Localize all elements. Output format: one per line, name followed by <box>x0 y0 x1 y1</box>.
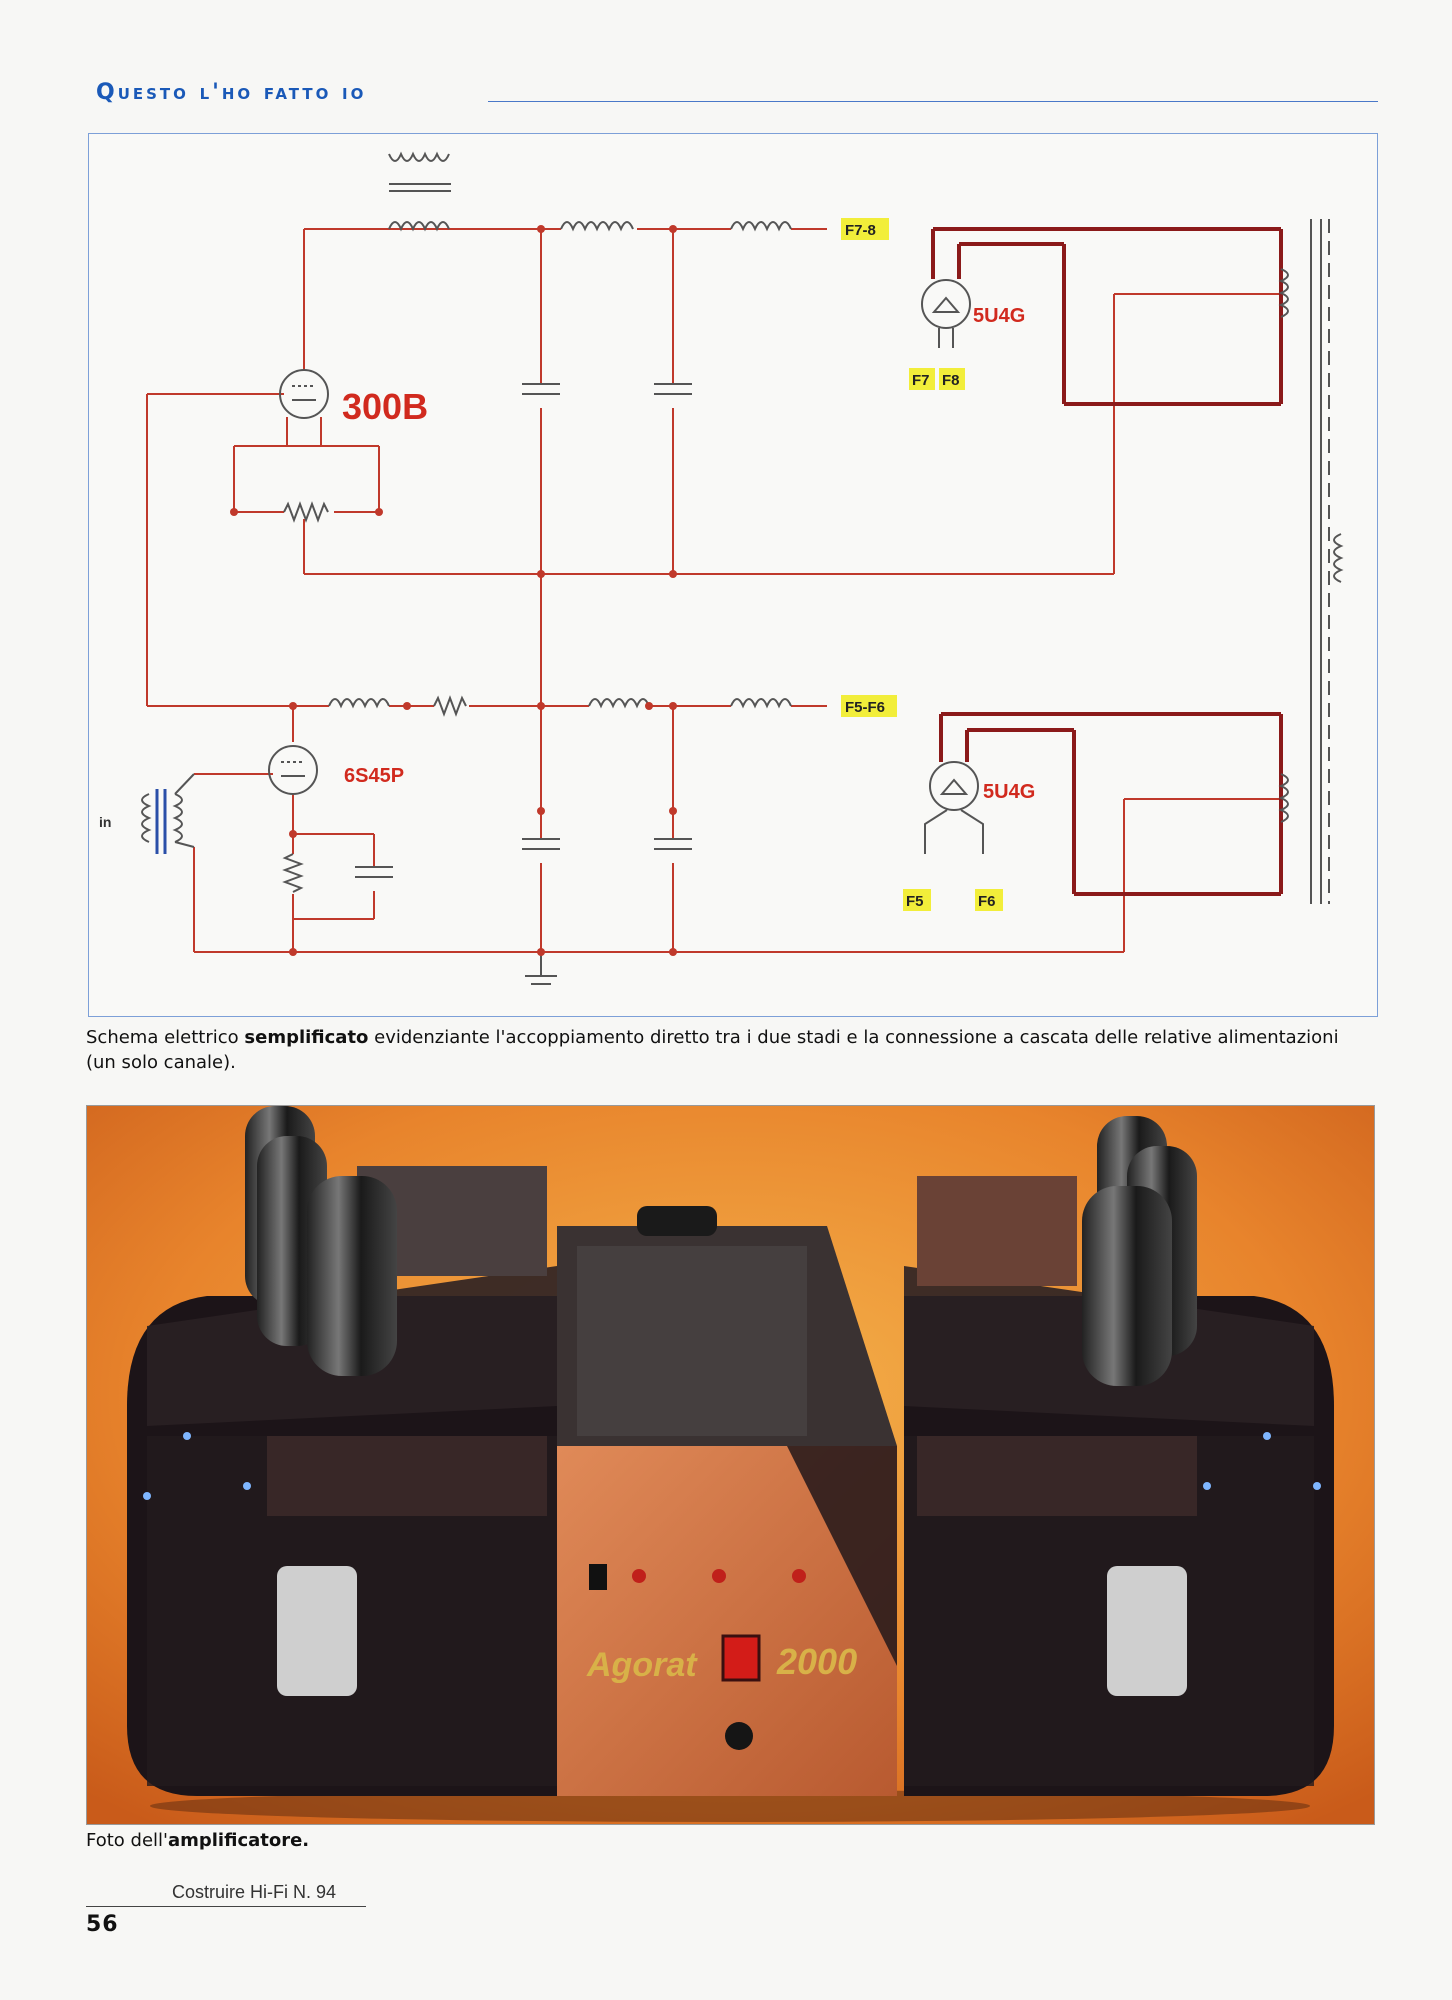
tube-5u4g-top <box>921 279 971 329</box>
footer-magazine: Costruire Hi-Fi N. 94 <box>172 1882 337 1902</box>
label-input: in <box>99 814 111 830</box>
header-rule <box>488 101 1378 102</box>
photo-caption-bold: amplificatore. <box>167 1830 310 1851</box>
label-f6: F6 <box>978 893 996 910</box>
amplifier-photo: Agorat 2000 <box>86 1105 1375 1825</box>
label-6s45p: 6S45P <box>344 765 404 787</box>
label-bg-f7-8 <box>841 218 889 240</box>
section-title: Questo l'ho fatto io <box>96 80 367 105</box>
label-f5-f6: F5-F6 <box>845 699 885 716</box>
photo-logo-text: Agorat <box>586 1646 698 1684</box>
label-bg-f7 <box>909 368 935 390</box>
page-header: Questo l'ho fatto io <box>96 80 1378 108</box>
label-f7-8: F7-8 <box>845 222 876 239</box>
tube-300b <box>279 369 329 419</box>
label-f8: F8 <box>942 372 960 389</box>
label-bg-f8 <box>939 368 965 390</box>
amplifier-photo-svg: Agorat 2000 <box>87 1106 1374 1824</box>
schematic-caption-post: evidenziante l'accoppiamento diretto tra… <box>86 1027 1339 1073</box>
photo-caption-pre: Foto dell' <box>86 1830 168 1851</box>
photo-model-text: 2000 <box>776 1641 857 1682</box>
label-bg-f6 <box>975 889 1003 911</box>
schematic-caption: Schema elettrico semplificato evidenzian… <box>86 1025 1371 1075</box>
schematic-diagram: 300B 6S45P 5U4G 5U4G F7-8 F5-F6 F7 F8 F5… <box>88 133 1378 1017</box>
label-300b: 300B <box>342 386 428 427</box>
photo-caption: Foto dell'amplificatore. <box>86 1828 309 1853</box>
schematic-caption-pre: Schema elettrico <box>86 1027 245 1048</box>
label-f7: F7 <box>912 372 930 389</box>
label-5u4g-top: 5U4G <box>973 305 1025 327</box>
label-bg-f5-f6 <box>841 695 897 717</box>
schematic-svg: 300B 6S45P 5U4G 5U4G F7-8 F5-F6 F7 F8 F5… <box>99 151 1344 985</box>
page-number: 56 <box>86 1912 119 1937</box>
footer-rule <box>86 1906 366 1907</box>
label-f5: F5 <box>906 893 924 910</box>
tube-5u4g-bottom <box>929 761 979 811</box>
label-bg-f5 <box>903 889 931 911</box>
schematic-caption-bold: semplificato <box>244 1027 369 1048</box>
tube-6s45p <box>268 745 318 795</box>
label-5u4g-bottom: 5U4G <box>983 781 1035 803</box>
